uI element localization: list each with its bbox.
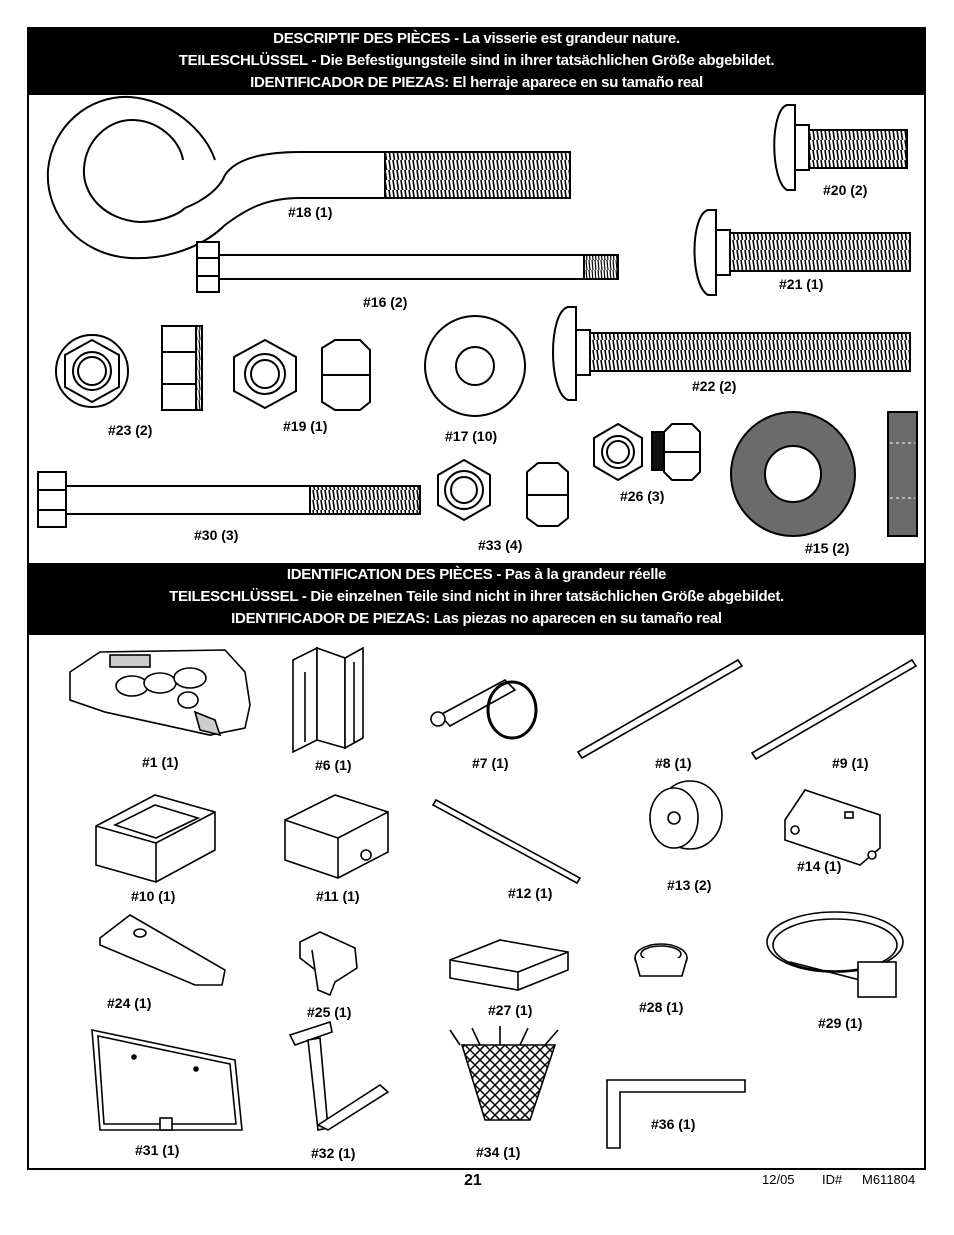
document-date: 12/05 [762,1172,795,1187]
label-part-34: #34 (1) [476,1144,521,1160]
tension-rod-8 [576,658,744,760]
label-part-33: #33 (4) [478,537,523,553]
base-1 [69,649,251,737]
plate-24 [99,914,226,986]
label-part-18: #18 (1) [288,204,333,220]
label-part-13: #13 (2) [667,877,712,893]
label-part-29: #29 (1) [818,1015,863,1031]
hex-nut-33 [437,458,569,527]
label-part-16: #16 (2) [363,294,408,310]
header-line-fr: IDENTIFICATION DES PIÈCES - Pas à la gra… [286,566,667,583]
carriage-bolt-22 [552,306,911,401]
frame-31 [91,1028,243,1131]
label-part-24: #24 (1) [107,995,152,1011]
wheel-13 [649,780,723,850]
pin-7 [430,679,538,740]
washer-17 [424,315,526,417]
carriage-bolt-20 [773,104,908,191]
nylon-nut-26 [593,422,701,482]
tension-rod-9 [750,658,918,761]
label-part-6: #6 (1) [315,757,352,773]
hex-bolt-30 [37,471,421,528]
crank-32 [288,1020,390,1131]
hardware-section-header: DESCRIPTIF DES PIÈCES - La visserie est … [27,27,926,95]
parts-section-header: IDENTIFICATION DES PIÈCES - Pas à la gra… [27,563,926,635]
allen-key-36 [606,1079,746,1149]
hex-bolt-16 [196,241,619,293]
label-part-12: #12 (1) [508,885,553,901]
rod-12 [431,798,582,885]
label-part-27: #27 (1) [488,1002,533,1018]
flange-nut-23 [55,325,203,411]
label-part-28: #28 (1) [639,999,684,1015]
label-part-19: #19 (1) [283,418,328,434]
header-line-de: TEILESCHLÜSSEL - Die einzelnen Teile sin… [169,588,784,605]
label-part-21: #21 (1) [779,276,824,292]
rubber-washer-15 [730,411,918,537]
label-part-36: #36 (1) [651,1116,696,1132]
end-cap-27 [449,939,569,991]
label-part-1: #1 (1) [142,754,179,770]
label-part-23: #23 (2) [108,422,153,438]
box-bracket-11 [284,794,389,879]
grommet-28 [634,943,688,977]
document-id-label: ID# [822,1172,843,1187]
label-part-11: #11 (1) [316,888,360,904]
page-number: 21 [464,1172,482,1189]
hex-nut-19 [233,338,371,411]
header-line-es: IDENTIFICADOR DE PIEZAS: Las piezas no a… [231,610,722,627]
label-part-26: #26 (3) [620,488,665,504]
net-34 [449,1026,559,1121]
label-part-8: #8 (1) [655,755,692,771]
knob-25 [299,931,358,997]
header-line-fr: DESCRIPTIF DES PIÈCES - La visserie est … [273,30,680,47]
label-part-15: #15 (2) [805,540,850,556]
rim-29 [766,911,904,998]
label-part-22: #22 (2) [692,378,737,394]
carriage-bolt-21 [693,209,911,296]
document-id: M611804 [862,1172,916,1187]
header-line-es: IDENTIFICADOR DE PIEZAS: El herraje apar… [250,74,703,91]
label-part-30: #30 (3) [194,527,239,543]
label-part-17: #17 (10) [445,428,498,444]
square-collar-10 [95,794,216,883]
label-part-10: #10 (1) [131,888,176,904]
label-part-25: #25 (1) [307,1004,352,1020]
label-part-7: #7 (1) [472,755,509,771]
label-part-32: #32 (1) [311,1145,356,1161]
label-part-20: #20 (2) [823,182,868,198]
label-part-14: #14 (1) [797,858,842,874]
header-line-de: TEILESCHLÜSSEL - Die Befestigungsteile s… [178,52,775,69]
mount-bracket-14 [784,789,881,866]
label-part-9: #9 (1) [832,755,869,771]
eye-bolt-18 [46,95,571,260]
bracket-6 [292,646,364,754]
label-part-31: #31 (1) [135,1142,180,1158]
